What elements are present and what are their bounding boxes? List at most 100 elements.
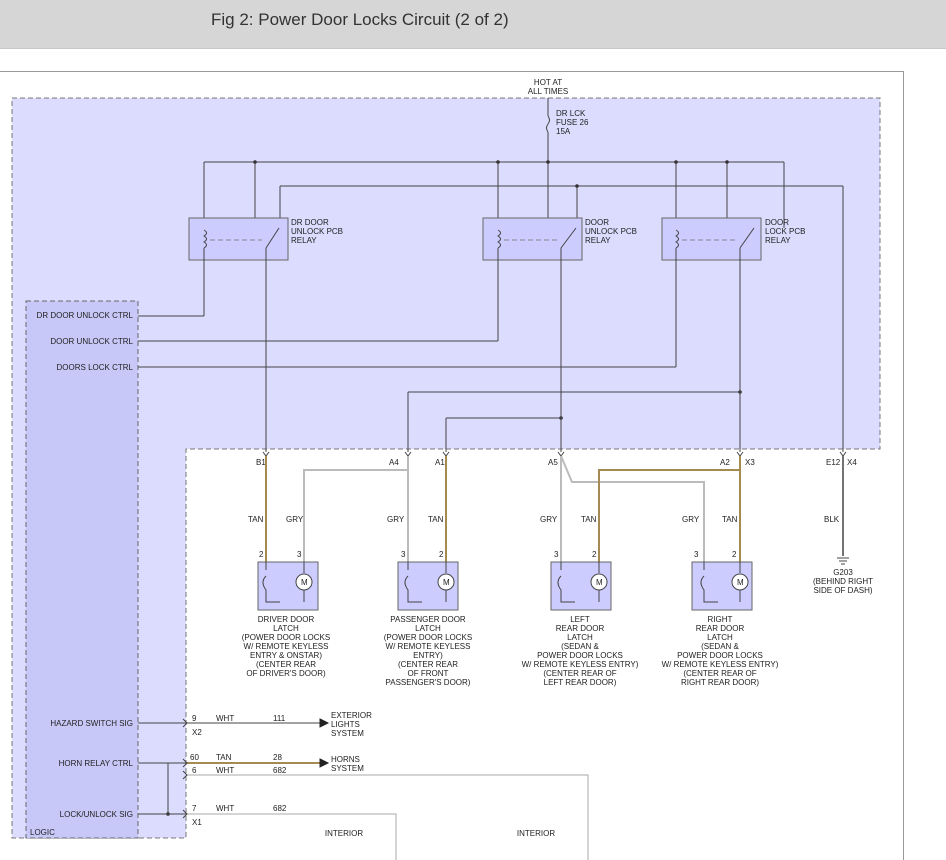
connector-a1: A1 bbox=[435, 458, 445, 467]
latch2-caption-5: ENTRY) bbox=[413, 651, 443, 660]
connector-a5: A5 bbox=[548, 458, 558, 467]
horns-label-1: HORNS bbox=[331, 755, 360, 764]
relay-2-label-1: DOOR bbox=[585, 218, 609, 227]
latch2-pin2: 2 bbox=[439, 550, 444, 559]
power-feed bbox=[203, 98, 844, 452]
lu7-pin: 7 bbox=[192, 804, 197, 813]
latch3-caption-4: (SEDAN & bbox=[561, 642, 599, 651]
latch3-caption-8: LEFT REAR DOOR) bbox=[544, 678, 617, 687]
latch4-caption-1: RIGHT bbox=[708, 615, 733, 624]
wire-tan-3: TAN bbox=[581, 515, 597, 524]
connector-a2: A2 bbox=[720, 458, 730, 467]
connector-x1: X1 bbox=[192, 818, 202, 827]
pin-doors-lock-ctrl: DOORS LOCK CTRL bbox=[57, 363, 134, 372]
shaded-area bbox=[11, 97, 881, 839]
ground-label-1: G203 bbox=[833, 568, 853, 577]
lu6-circuit: 682 bbox=[273, 766, 287, 775]
latch1-pin2: 2 bbox=[259, 550, 264, 559]
latch1-caption-2: LATCH bbox=[273, 624, 299, 633]
latch3-caption-5: POWER DOOR LOCKS bbox=[537, 651, 623, 660]
ground-symbol bbox=[837, 557, 849, 565]
hazard-circuit: 111 bbox=[273, 714, 286, 723]
latch2-caption-2: LATCH bbox=[415, 624, 441, 633]
relay-3-label-2: LOCK PCB bbox=[765, 227, 805, 236]
latch3-caption-1: LEFT bbox=[570, 615, 590, 624]
latch3-pin2: 2 bbox=[592, 550, 597, 559]
fuse-label-3: 15A bbox=[556, 127, 571, 136]
wire-tan-2: TAN bbox=[428, 515, 444, 524]
fuse-label-1: DR LCK bbox=[556, 109, 586, 118]
lu7-circuit: 682 bbox=[273, 804, 287, 813]
latch4-pin3: 3 bbox=[694, 550, 699, 559]
latch2-caption-6: (CENTER REAR bbox=[398, 660, 458, 669]
latch-right-rear-door: M bbox=[691, 561, 753, 611]
relay-3-label-1: DOOR bbox=[765, 218, 789, 227]
connector-marks bbox=[262, 451, 847, 457]
latch1-pin3: 3 bbox=[297, 550, 302, 559]
latch2-caption-3: (POWER DOOR LOCKS bbox=[384, 633, 472, 642]
relay-door-lock bbox=[661, 217, 762, 452]
exterior-label-2: LIGHTS bbox=[331, 720, 360, 729]
connector-e12: E12 bbox=[826, 458, 841, 467]
pin-horn-relay-ctrl: HORN RELAY CTRL bbox=[59, 759, 134, 768]
wire-blk: BLK bbox=[824, 515, 840, 524]
relay-door-unlock bbox=[482, 217, 583, 452]
connector-x4: X4 bbox=[847, 458, 857, 467]
lu6-wire: WHT bbox=[216, 766, 234, 775]
hot-label-2: ALL TIMES bbox=[528, 87, 568, 96]
latch4-caption-2: REAR DOOR bbox=[696, 624, 745, 633]
latch2-caption-4: W/ REMOTE KEYLESS bbox=[386, 642, 471, 651]
relay-2-label-3: RELAY bbox=[585, 236, 611, 245]
latch4-caption-6: W/ REMOTE KEYLESS ENTRY) bbox=[662, 660, 779, 669]
logic-module-box bbox=[25, 300, 139, 839]
latch4-caption-3: LATCH bbox=[707, 633, 733, 642]
junction-dots bbox=[253, 160, 742, 420]
svg-text:M: M bbox=[443, 578, 450, 587]
latch3-caption-2: REAR DOOR bbox=[556, 624, 605, 633]
connector-x2: X2 bbox=[192, 728, 202, 737]
latch-left-rear-door: M bbox=[550, 561, 612, 611]
latch3-pin3: 3 bbox=[554, 550, 559, 559]
latch2-pin3: 3 bbox=[401, 550, 406, 559]
control-wires bbox=[138, 315, 740, 452]
interior-label-1: INTERIOR bbox=[325, 829, 363, 838]
pin-hazard-switch-sig: HAZARD SWITCH SIG bbox=[50, 719, 133, 728]
latch4-caption-4: (SEDAN & bbox=[701, 642, 739, 651]
wire-tan-4: TAN bbox=[722, 515, 738, 524]
ground-label-3: SIDE OF DASH) bbox=[813, 586, 872, 595]
hazard-pin: 9 bbox=[192, 714, 197, 723]
page-title: Fig 2: Power Door Locks Circuit (2 of 2) bbox=[211, 10, 509, 29]
wire-tan-1: TAN bbox=[248, 515, 264, 524]
pin-lock-unlock-sig: LOCK/UNLOCK SIG bbox=[60, 810, 133, 819]
page-header: Fig 2: Power Door Locks Circuit (2 of 2) bbox=[0, 0, 946, 49]
lu7-wire: WHT bbox=[216, 804, 234, 813]
latch4-caption-8: RIGHT REAR DOOR) bbox=[681, 678, 759, 687]
wire-gry-4: GRY bbox=[682, 515, 700, 524]
latch1-caption-5: ENTRY & ONSTAR) bbox=[250, 651, 322, 660]
latch1-caption-3: (POWER DOOR LOCKS bbox=[242, 633, 330, 642]
latch1-caption-4: W/ REMOTE KEYLESS bbox=[244, 642, 329, 651]
connector-a4: A4 bbox=[389, 458, 399, 467]
interior-label-2: INTERIOR bbox=[517, 829, 555, 838]
relay-dr-door-unlock bbox=[188, 217, 289, 452]
pin-dr-door-unlock-ctrl: DR DOOR UNLOCK CTRL bbox=[37, 311, 134, 320]
latch4-caption-5: POWER DOOR LOCKS bbox=[677, 651, 763, 660]
horn-pin: 60 bbox=[190, 753, 199, 762]
latch4-caption-7: (CENTER REAR OF bbox=[683, 669, 756, 678]
latch3-caption-3: LATCH bbox=[567, 633, 593, 642]
module-name: LOGIC bbox=[30, 828, 55, 837]
relay-1-label-2: UNLOCK PCB bbox=[291, 227, 343, 236]
relay-2-label-2: UNLOCK PCB bbox=[585, 227, 637, 236]
horn-wire: TAN bbox=[216, 753, 232, 762]
latch2-caption-7: OF FRONT bbox=[408, 669, 449, 678]
latch3-caption-7: (CENTER REAR OF bbox=[543, 669, 616, 678]
exterior-label-3: SYSTEM bbox=[331, 729, 364, 738]
wire-gry-1: GRY bbox=[286, 515, 304, 524]
latch-wires bbox=[265, 455, 844, 562]
latch1-caption-7: OF DRIVER'S DOOR) bbox=[246, 669, 326, 678]
diagram-frame bbox=[0, 71, 904, 860]
wire-gry-2: GRY bbox=[387, 515, 405, 524]
latch3-caption-6: W/ REMOTE KEYLESS ENTRY) bbox=[522, 660, 639, 669]
horns-label-2: SYSTEM bbox=[331, 764, 364, 773]
